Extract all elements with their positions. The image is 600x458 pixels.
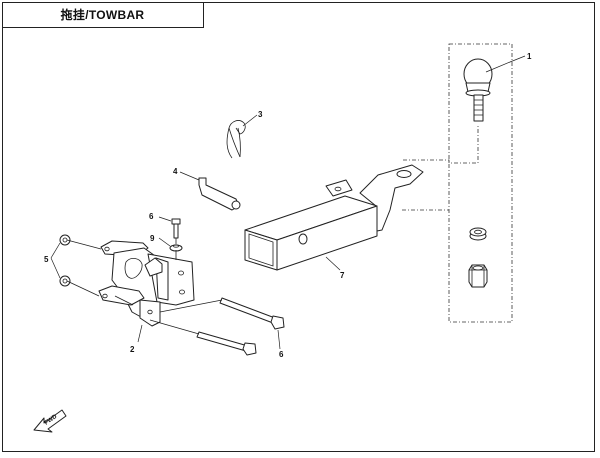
leader-1 [485, 55, 526, 73]
assembly-center-lines [66, 239, 223, 335]
callout-6-long-bolt: 6 [279, 350, 284, 359]
callout-4: 4 [173, 167, 178, 176]
flat-washer-lower [59, 275, 71, 287]
forward-arrow-icon: FWD [33, 409, 67, 433]
leader-3 [242, 114, 258, 127]
drawbar [244, 164, 424, 271]
hitch-ball [463, 58, 493, 122]
page-title: 拖挂/TOWBAR [2, 2, 204, 28]
callout-3: 3 [258, 110, 263, 119]
leader-7 [325, 256, 341, 271]
callout-2: 2 [130, 345, 135, 354]
ball-connect-line [403, 125, 479, 164]
leader-4 [179, 171, 200, 181]
leader-2 [137, 324, 143, 343]
leader-9 [158, 237, 171, 247]
small-bolt [171, 218, 181, 239]
long-bolt-upper [219, 297, 285, 330]
ball-group-box [448, 43, 513, 323]
callout-7: 7 [340, 271, 345, 280]
callout-5: 5 [44, 255, 49, 264]
r-clip [226, 120, 246, 159]
callout-9: 9 [150, 234, 155, 243]
leader-6 [277, 329, 281, 350]
leader-5 [50, 242, 61, 279]
long-bolt-lower [196, 331, 257, 356]
drawing-frame [2, 2, 595, 452]
flat-washer-upper [59, 234, 71, 246]
callout-6-small-bolt: 6 [149, 212, 154, 221]
callout-1: 1 [527, 52, 532, 61]
mount-bracket [98, 240, 195, 327]
hitch-pin [198, 177, 241, 211]
lock-washer [469, 227, 487, 241]
hex-nut [468, 264, 488, 288]
leader-8 [158, 216, 172, 222]
